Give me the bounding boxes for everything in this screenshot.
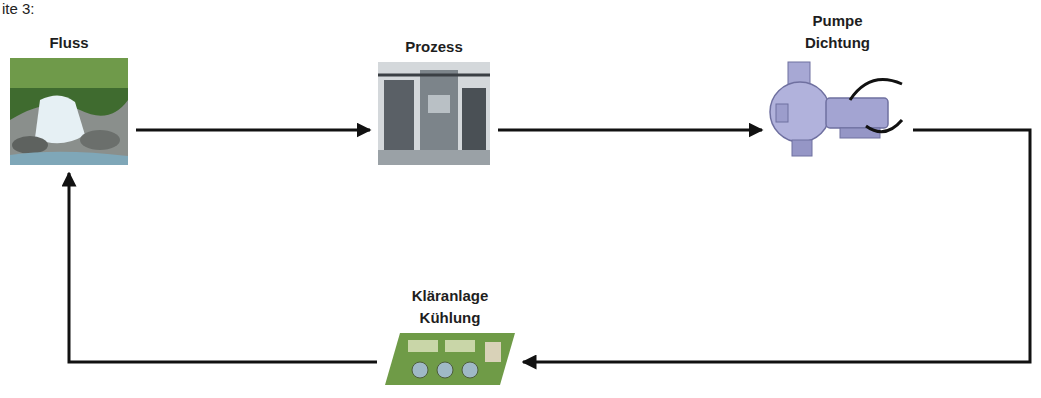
flow-arrow [136,129,370,132]
floor [378,150,490,165]
cable [850,80,902,100]
panel [428,95,450,113]
pump-foot [792,140,812,156]
foliage [10,58,128,165]
picture-node: Pumpe Dichtung [770,10,905,165]
pump-volute [770,82,830,142]
node-label: Prozess [405,36,463,58]
node-label: Kläranlage Kühlung [404,285,496,329]
river-picture [10,58,128,165]
process-picture [378,62,490,165]
machine [420,70,458,155]
clarifier [437,362,453,378]
pump-inlet [776,104,788,122]
flow-arrow [69,173,377,362]
hall [378,62,490,165]
pump-picture [770,62,902,156]
building [485,342,501,362]
treatment-plant-picture [385,333,515,385]
clarifier [412,362,428,378]
node-label: Pumpe Dichtung [798,10,878,54]
water [10,152,128,165]
machine [462,88,486,150]
pump-motor [826,98,888,128]
node-label: Fluss [49,32,88,54]
pipe [378,74,490,77]
basin [408,340,438,352]
picture-node: Kläranlage Kühlung [385,285,515,385]
picture-node: Fluss [10,32,128,165]
clarifier [462,362,478,378]
cable [866,120,902,132]
flow-arrow [523,130,1030,362]
rock [12,136,48,154]
basin [445,340,475,352]
plant-ground [385,333,515,385]
page-label: ite 3: [2,0,35,18]
flow-arrow [498,129,762,132]
waterfall [35,95,85,143]
trees [10,58,128,88]
machine [384,80,414,150]
rock [80,130,120,150]
picture-node: Prozess [378,36,490,165]
